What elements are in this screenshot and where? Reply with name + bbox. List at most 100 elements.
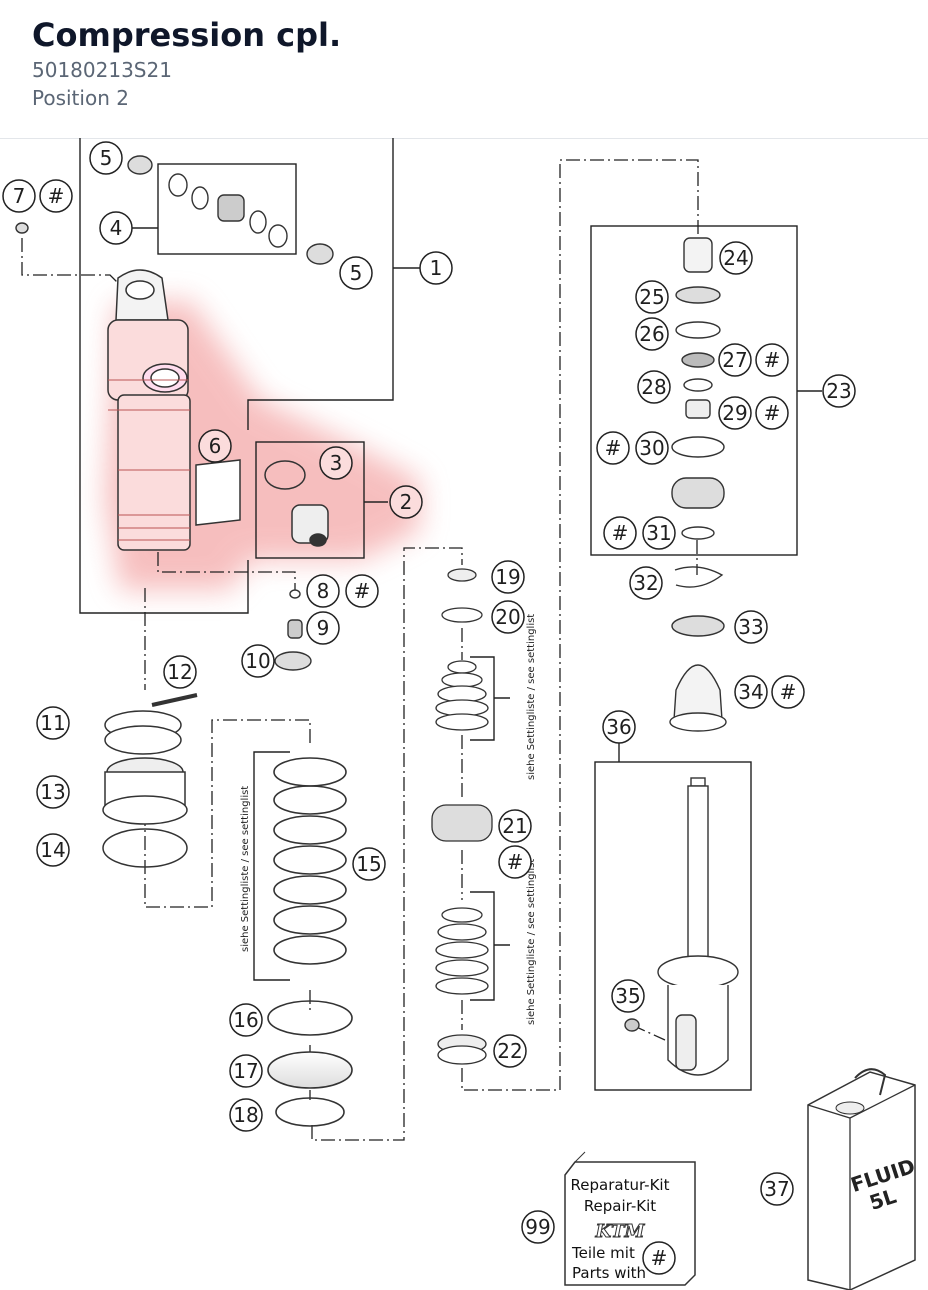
callout-21[interactable]	[498, 809, 532, 843]
callout-hash-34[interactable]	[771, 675, 805, 709]
shim-stacks	[431, 568, 493, 1065]
callout-hash-8[interactable]	[345, 574, 379, 608]
callout-33-label: 33	[738, 615, 763, 639]
callout-27-label: 27	[722, 348, 747, 372]
callout-35[interactable]	[611, 979, 645, 1013]
callout-25-label: 25	[639, 285, 664, 309]
callout-29-label: 29	[722, 401, 747, 425]
callout-33[interactable]	[734, 610, 768, 644]
callout-99[interactable]	[521, 1210, 555, 1244]
callout-hash-30[interactable]	[596, 431, 630, 465]
callout-4-label: 4	[110, 216, 123, 240]
callout-10-label: 10	[245, 649, 270, 673]
callout-3[interactable]	[319, 446, 353, 480]
callout-22-label: 22	[497, 1039, 522, 1063]
callout-12-label: 12	[167, 660, 192, 684]
callout-34-label: 34	[738, 680, 763, 704]
bearing-parts	[15, 155, 334, 265]
callout-26[interactable]	[635, 317, 669, 351]
callout-hash-99-label: #	[651, 1246, 668, 1270]
repair-kit-box[interactable]: Reparatur-Kit Repair-Kit KTM Teile mit P…	[564, 1151, 696, 1286]
callout-31-label: 31	[646, 521, 671, 545]
callout-36-label: 36	[606, 715, 631, 739]
callout-14-label: 14	[40, 838, 65, 862]
callout-24-label: 24	[723, 246, 748, 270]
callout-11-label: 11	[40, 711, 65, 735]
callout-5a-label: 5	[100, 146, 113, 170]
callout-23[interactable]	[822, 374, 856, 408]
callout-hash-27-label: #	[764, 348, 781, 372]
callout-18-label: 18	[233, 1103, 258, 1127]
callout-10[interactable]	[241, 644, 275, 678]
callout-13[interactable]	[36, 775, 70, 809]
part-number: 50180213S21	[32, 58, 172, 82]
callout-20[interactable]	[491, 600, 525, 634]
callout-32[interactable]	[629, 566, 663, 600]
frame-bearing-group	[157, 163, 297, 255]
callout-99-label: 99	[525, 1215, 550, 1239]
callout-11[interactable]	[36, 706, 70, 740]
callout-14[interactable]	[36, 833, 70, 867]
kit-line4: Parts with	[572, 1264, 646, 1282]
callout-16[interactable]	[229, 1003, 263, 1037]
callout-35-label: 35	[615, 984, 640, 1008]
callout-30[interactable]	[635, 431, 669, 465]
callout-15[interactable]	[352, 847, 386, 881]
callout-27[interactable]	[718, 343, 752, 377]
callout-22[interactable]	[493, 1034, 527, 1068]
callout-hash-21[interactable]	[498, 845, 532, 879]
callout-hash-30-label: #	[605, 436, 622, 460]
callout-23-label: 23	[826, 379, 851, 403]
callout-hash-8-label: #	[354, 579, 371, 603]
callout-29[interactable]	[718, 396, 752, 430]
callout-21-label: 21	[502, 814, 527, 838]
callout-37-label: 37	[764, 1177, 789, 1201]
setting-note-1: siehe Settingliste / see settinglist	[526, 614, 537, 780]
callout-31[interactable]	[642, 516, 676, 550]
piston-rod	[624, 777, 739, 1076]
callout-19[interactable]	[491, 560, 525, 594]
callout-36[interactable]	[602, 710, 636, 744]
callout-7[interactable]	[2, 179, 36, 213]
callout-25[interactable]	[635, 280, 669, 314]
header: Compression cpl. 50180213S21 Position 2	[0, 0, 928, 139]
kit-line1: Reparatur-Kit	[571, 1176, 670, 1194]
callout-5a[interactable]	[89, 141, 123, 175]
callout-6[interactable]	[198, 429, 232, 463]
callout-9[interactable]	[306, 611, 340, 645]
callout-5b[interactable]	[339, 256, 373, 290]
callout-1-label: 1	[430, 256, 443, 280]
callout-8[interactable]	[306, 574, 340, 608]
callout-16-label: 16	[233, 1008, 258, 1032]
callout-4[interactable]	[99, 211, 133, 245]
callout-6-label: 6	[209, 434, 222, 458]
callout-hash-34-label: #	[780, 680, 797, 704]
callout-9-label: 9	[317, 616, 330, 640]
callout-hash-7[interactable]	[39, 179, 73, 213]
callout-2[interactable]	[389, 485, 423, 519]
kit-line3: Teile mit	[571, 1244, 635, 1262]
callout-hash-31[interactable]	[603, 516, 637, 550]
callout-1[interactable]	[419, 251, 453, 285]
callout-19-label: 19	[495, 565, 520, 589]
callout-17[interactable]	[229, 1054, 263, 1088]
callout-13-label: 13	[40, 780, 65, 804]
callout-24[interactable]	[719, 241, 753, 275]
callout-12[interactable]	[163, 655, 197, 689]
preload-assembly	[102, 693, 198, 868]
callout-34[interactable]	[734, 675, 768, 709]
callout-37[interactable]	[760, 1172, 794, 1206]
lower-piston-parts	[669, 566, 727, 732]
callout-3-label: 3	[330, 451, 343, 475]
callout-7-label: 7	[13, 184, 26, 208]
callout-28[interactable]	[637, 370, 671, 404]
fluid-can[interactable]: FLUID 5L	[807, 1068, 918, 1290]
setting-note-2: siehe Settingliste / see settinglist	[526, 859, 537, 1025]
callout-hash-27[interactable]	[755, 343, 789, 377]
callout-18[interactable]	[229, 1098, 263, 1132]
setting-note-3: siehe Settingliste / see settinglist	[240, 786, 251, 952]
callout-hash-99[interactable]	[642, 1241, 676, 1275]
callout-hash-29[interactable]	[755, 396, 789, 430]
seal-parts	[274, 589, 312, 671]
callout-hash-7-label: #	[48, 184, 65, 208]
